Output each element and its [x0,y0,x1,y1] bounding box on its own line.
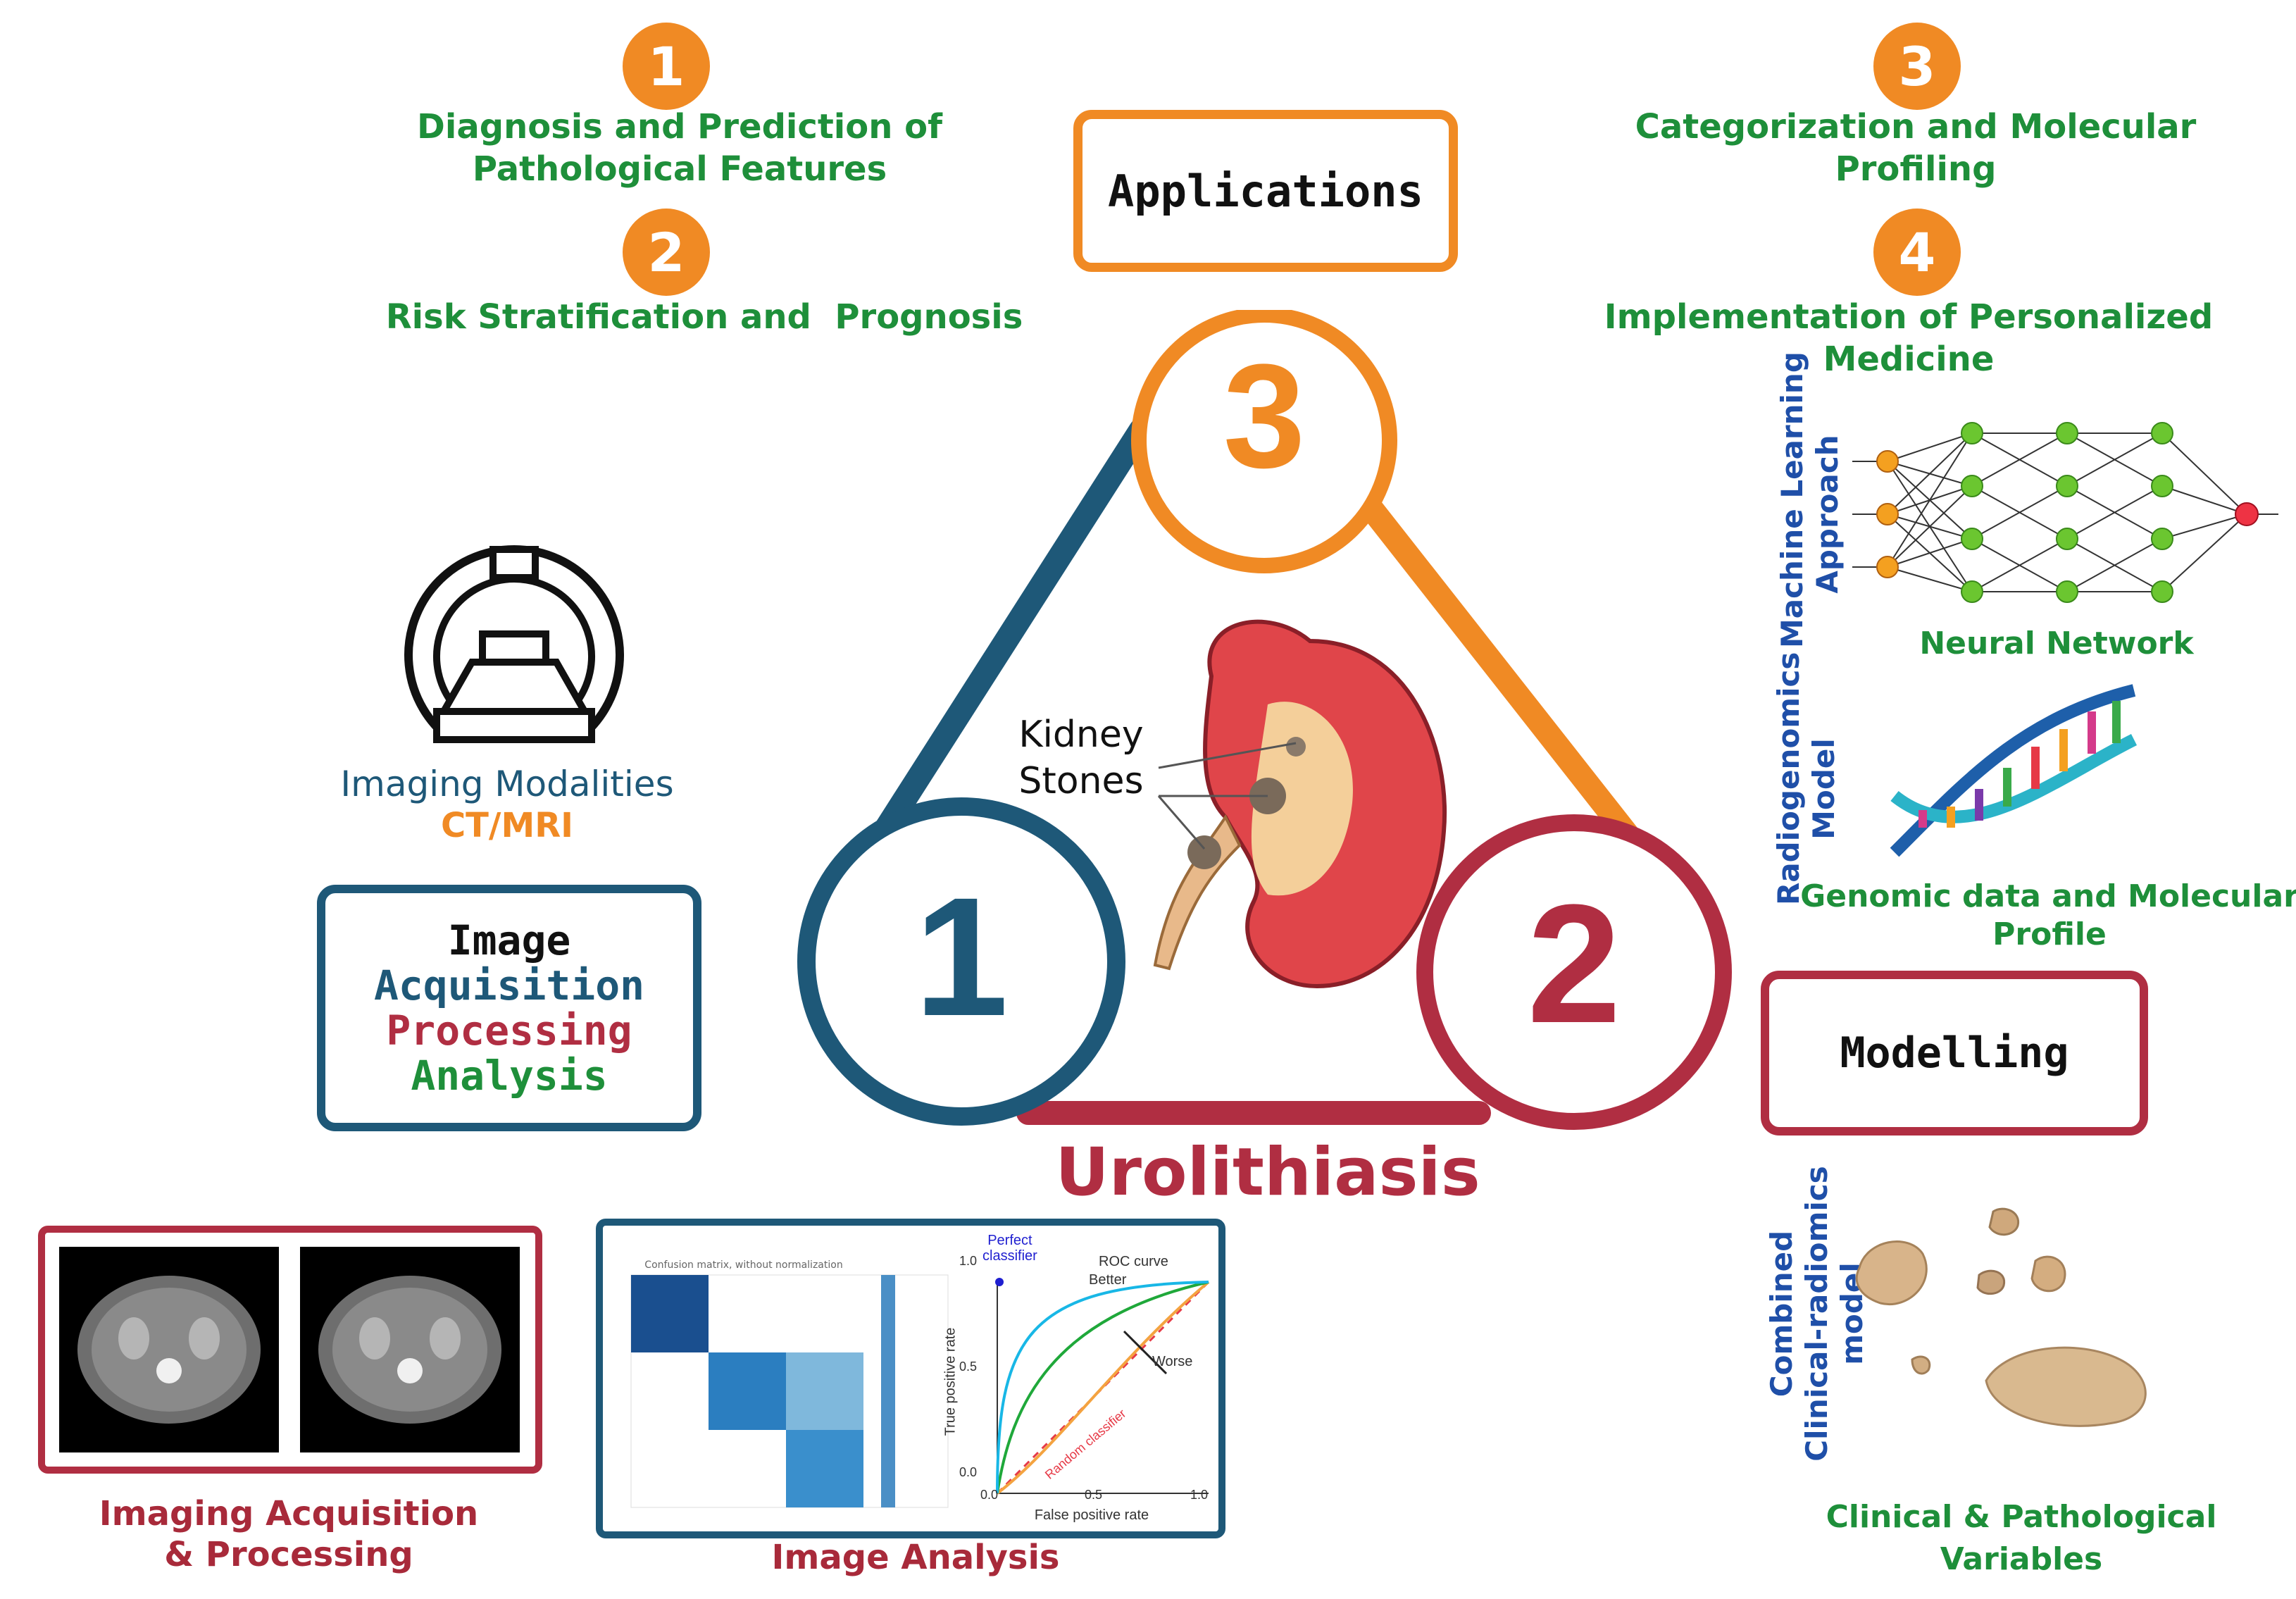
ml-approach-label: Machine Learning Approach [1775,351,1845,648]
genomic-caption: Genomic data and Molecular Profile [1789,878,2296,954]
node-circle-3 [1131,310,1397,573]
box-line-acquisition: Acquisition [373,962,645,1009]
acq-caption-line1: Imaging Acquisition [99,1494,479,1533]
image-pipeline-box: Image Acquisition Processing Analysis [317,885,701,1131]
roc-ytick-2: 1.0 [959,1254,978,1268]
urolithiasis-title: Urolithiasis [1055,1134,1480,1211]
rg-label-line1: Radiogenomics [1771,652,1806,905]
ml-label-line1: Machine Learning [1775,351,1809,648]
modelling-box: Modelling [1761,971,2148,1136]
dna-helix-image [1890,684,2138,857]
applications-box: Applications [1073,110,1458,272]
roc-better-label: Better [1089,1272,1127,1288]
rg-label-line2: Model [1807,738,1841,840]
ct-scan-images [59,1247,520,1452]
side-left [854,418,1153,871]
roc-perfect-line1: Perfect [987,1233,1032,1248]
clinical-caption: Clinical & Pathological Variables [1826,1499,2217,1577]
roc-xtick-0: 0.0 [980,1488,999,1502]
neural-network-diagram [1852,422,2278,603]
modelling-title: Modelling [1840,1028,2069,1078]
analysis-panel: Confusion matrix, without normalization [596,1219,1225,1538]
acquisition-caption: Imaging Acquisition & Processing [42,1493,535,1575]
node-circle-1 [797,797,1125,1126]
roc-title: ROC curve [1099,1254,1168,1269]
roc-perfect-label: Perfect classifier [982,1233,1037,1264]
roc-xtick-1: 0.5 [1085,1488,1103,1502]
genomic-caption-line2: Profile [1992,916,2107,952]
node-3-number: 3 [1223,333,1306,499]
analysis-caption: Image Analysis [771,1538,1060,1577]
app-item-4-text: Implementation of Personalized Medicine [1604,297,2214,379]
app-number-1: 1 [623,23,710,110]
analysis-charts: Confusion matrix, without normalization [630,1259,1210,1508]
box-line-image: Image [447,916,571,964]
app-item-2-text: Risk Stratification and Prognosis [385,297,1023,337]
kidney-illustration [1153,619,1447,989]
cycle-diagram [797,310,1732,1130]
app-item-1-text: Diagnosis and Prediction of Pathological… [417,107,942,189]
roc-ytick-1: 0.5 [959,1360,978,1374]
ct-scanner-icon [404,545,624,743]
genomic-caption-line1: Genomic data and Molecular [1800,878,2296,914]
app-number-4: 4 [1873,209,1961,296]
imaging-modalities-line1: Imaging Modalities [340,764,674,804]
combined-label-line1: Combined [1764,1230,1799,1398]
roc-worse-label: Worse [1152,1354,1193,1369]
app-number-2: 2 [623,209,710,296]
roc-ylabel: True positive rate [942,1327,959,1436]
node-1-number: 1 [914,862,1009,1051]
ct-images-panel [38,1226,542,1474]
applications-title: Applications [1108,165,1423,217]
app-item-3-text: Categorization and Molecular Profiling [1635,107,2197,189]
box-line-analysis: Analysis [411,1052,608,1100]
radiogenomics-label: Radiogenomics Model [1771,652,1842,905]
kidney-label-line2: Stones [1018,760,1144,802]
roc-xlabel: False positive rate [1034,1507,1149,1523]
node-2-number: 2 [1527,869,1621,1058]
acq-caption-line2: & Processing [164,1535,413,1574]
roc-xtick-2: 1.0 [1190,1488,1209,1502]
neural-network-caption: Neural Network [1919,626,2194,661]
roc-chart [995,1278,1210,1495]
imaging-modalities-line2: CT/MRI [440,806,574,845]
ml-label-line2: Approach [1810,435,1845,594]
app-number-3: 3 [1873,23,1961,110]
combined-label-line2: Clinical-radiomics [1799,1166,1834,1462]
roc-perfect-line2: classifier [982,1248,1037,1264]
kidney-stones-label: Kidney Stones [986,711,1176,804]
cm-title: Confusion matrix, without normalization [644,1259,842,1271]
kidney-stones-photo [1855,1207,2147,1427]
kidney-label-line1: Kidney [1018,714,1144,756]
node-circle-2 [1416,814,1732,1130]
roc-ytick-0: 0.0 [959,1465,978,1479]
box-line-processing: Processing [386,1007,632,1054]
